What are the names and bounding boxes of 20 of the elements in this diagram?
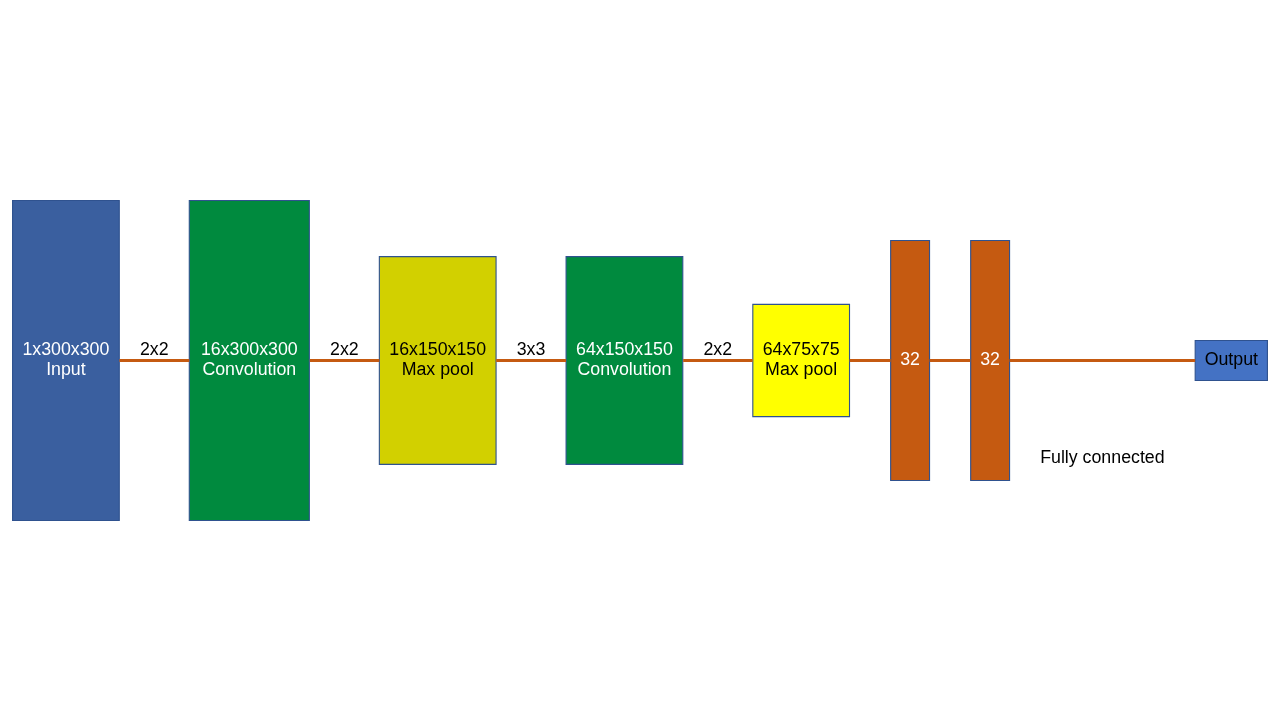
edge-label: 3x3 [516, 338, 546, 359]
node-box: Output [1194, 339, 1268, 381]
node-box: 64x75x75 Max pool [752, 303, 851, 417]
node-box: 1x300x300 Input [12, 199, 120, 521]
edge-label: 2x2 [139, 338, 169, 359]
node-box: 32 [970, 239, 1011, 481]
edge-label: 2x2 [330, 338, 359, 359]
node-box: 64x150x150 Convolution [565, 255, 684, 465]
connector [1009, 358, 1196, 362]
label: Fully connected [1040, 446, 1165, 467]
connector [496, 358, 566, 362]
node-box: 32 [890, 239, 931, 481]
connector [119, 358, 190, 362]
node-box: 16x300x300 Convolution [188, 199, 310, 521]
connector [309, 358, 380, 362]
connector [849, 358, 891, 362]
edge-label: 2x2 [703, 338, 733, 359]
node-box: 16x150x150 Max pool [378, 255, 497, 465]
connector [929, 358, 971, 362]
connector [683, 358, 753, 362]
